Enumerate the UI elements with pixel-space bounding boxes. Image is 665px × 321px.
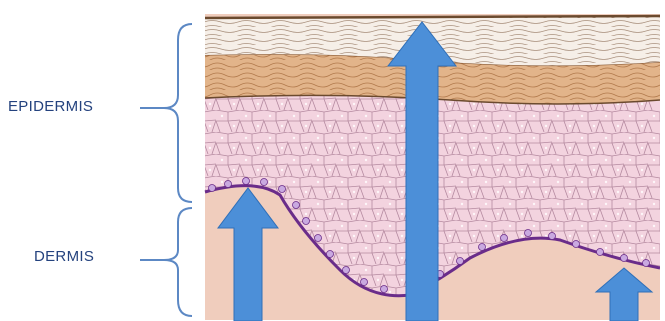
epidermis-label: EPIDERMIS	[8, 98, 93, 115]
dermis-bracket	[164, 208, 192, 316]
brackets	[140, 24, 192, 316]
dermis-label: DERMIS	[34, 248, 94, 265]
epidermis-bracket	[164, 24, 192, 202]
